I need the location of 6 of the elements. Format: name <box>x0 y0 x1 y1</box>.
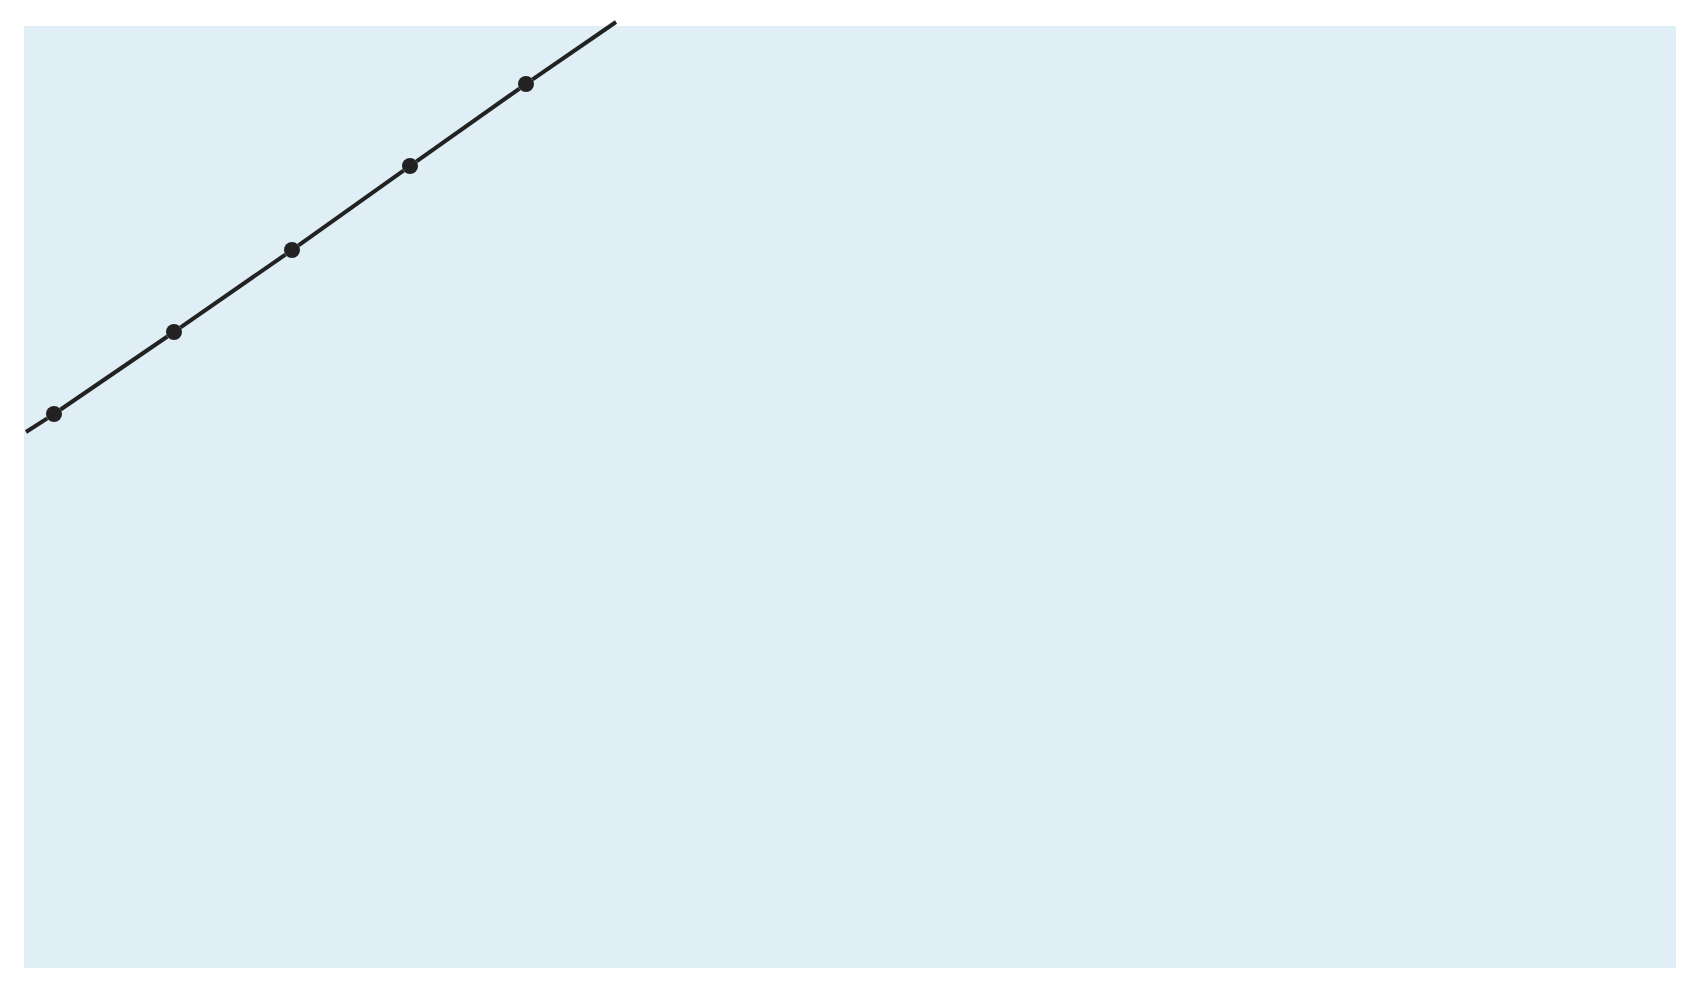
line-segment <box>24 416 49 434</box>
line-segment <box>415 87 521 163</box>
line-segment <box>179 252 287 330</box>
line-segment <box>297 169 405 247</box>
line-segment <box>59 334 169 412</box>
line-segment <box>531 20 618 82</box>
